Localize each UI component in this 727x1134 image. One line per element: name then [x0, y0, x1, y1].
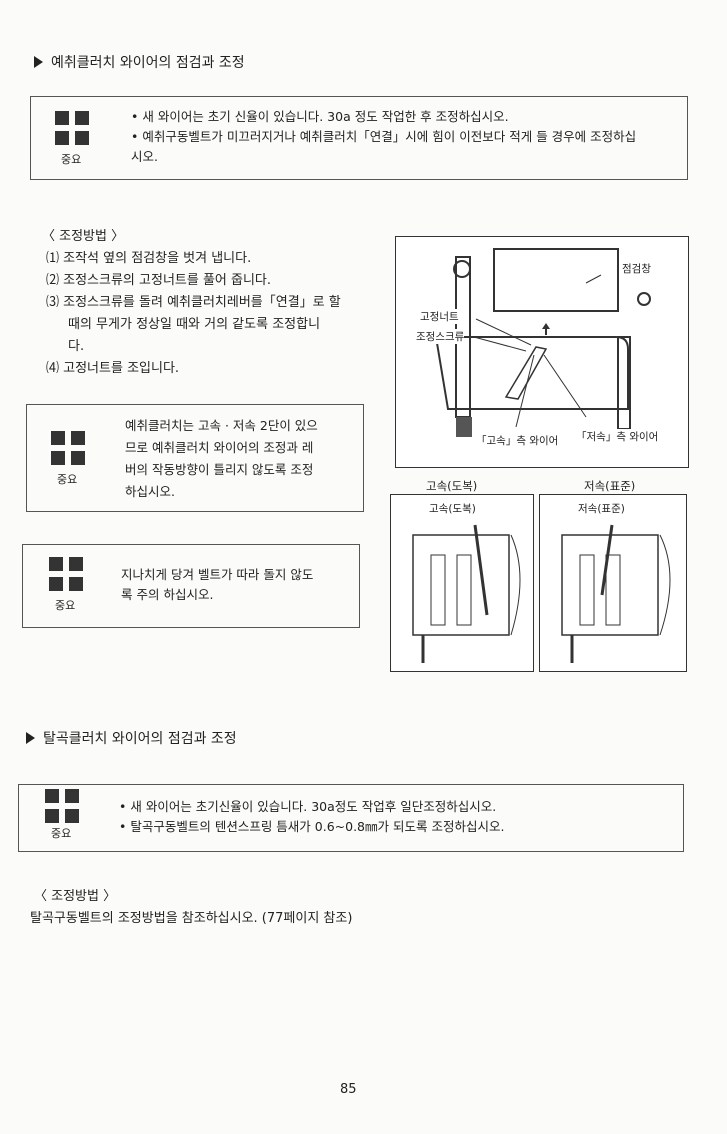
low-speed-lever-figure: 저속(표준): [539, 494, 687, 672]
low-speed-lever-drawing: [561, 524, 671, 663]
label-high-speed-wire: 「고속」측 와이어: [476, 433, 559, 448]
important-note-2: 중요 예취클러치는 고속 · 저속 2단이 있으 므로 예취클러치 와이어의 조…: [26, 404, 364, 512]
important-label: 중요: [55, 599, 76, 612]
triangle-bullet-icon: [34, 56, 43, 68]
label-lock-nut: 고정너트: [420, 309, 459, 324]
method-title-1: 〈 조정방법 〉: [42, 229, 125, 244]
section-title-threshing-clutch: 탈곡클러치 와이어의 점검과 조정: [26, 728, 237, 748]
step-2: ⑵ 조정스크류의 고정너트를 풀어 줍니다.: [46, 273, 272, 288]
clutch-mechanism-drawing: [434, 248, 651, 437]
section-title-cutting-clutch: 예취클러치 와이어의 점검과 조정: [34, 52, 245, 72]
note-1-text: • 새 와이어는 초기 신율이 있습니다. 30a 정도 작업한 후 조정하십시…: [131, 109, 637, 164]
step-3: ⑶ 조정스크류를 돌려 예취클러치레버를「연결」로 할: [46, 295, 341, 310]
triangle-bullet-icon: [26, 732, 35, 744]
step-4: ⑷ 고정너트를 조입니다.: [46, 361, 180, 376]
important-cross-icon: [51, 431, 85, 465]
important-cross-icon: [55, 111, 89, 145]
inner-high-speed-label: 고속(도복): [429, 501, 476, 516]
note-3-text: 지나치게 당겨 벨트가 따라 돌지 않도 록 주의 하십시오.: [121, 567, 314, 602]
method-text-2: 탈곡구동벨트의 조정방법을 참조하십시오. (77페이지 참조): [30, 911, 353, 926]
caption-low-speed: 저속(표준): [584, 479, 636, 493]
important-cross-icon: [45, 789, 79, 823]
label-low-speed-wire: 「저속」측 와이어: [576, 429, 659, 444]
important-note-1: 중요 • 새 와이어는 초기 신율이 있습니다. 30a 정도 작업한 후 조정…: [30, 96, 688, 180]
high-speed-lever-figure: 고속(도복): [390, 494, 534, 672]
page-number: 85: [340, 1082, 357, 1097]
important-label: 중요: [51, 827, 72, 840]
note-4-text: • 새 와이어는 초기신율이 있습니다. 30a정도 작업후 일단조정하십시오.…: [119, 799, 505, 834]
important-label: 중요: [61, 153, 82, 166]
steps-list: ⑴ 조작석 옆의 점검창을 벗겨 냅니다. ⑵ 조정스크류의 고정너트를 풀어 …: [46, 248, 378, 380]
caption-high-speed: 고속(도복): [426, 479, 478, 493]
high-speed-lever-drawing: [412, 524, 521, 663]
method-title-2: 〈 조정방법 〉: [34, 889, 117, 904]
note-2-text: 예취클러치는 고속 · 저속 2단이 있으 므로 예취클러치 와이어의 조정과 …: [125, 418, 318, 499]
important-label: 중요: [57, 473, 78, 486]
important-cross-icon: [49, 557, 83, 591]
important-note-3: 중요 지나치게 당겨 벨트가 따라 돌지 않도 록 주의 하십시오.: [22, 544, 360, 628]
step-3-cont2: 다.: [68, 339, 85, 354]
step-3-cont: 때의 무게가 정상일 때와 거의 같도록 조정합니: [68, 317, 321, 332]
clutch-wire-figure: 점검창 고정너트 조정스크류 「고속」측 와이어 「저속」측 와이어: [395, 236, 689, 468]
label-adjust-screw: 조정스크류: [416, 329, 465, 344]
step-1: ⑴ 조작석 옆의 점검창을 벗겨 냅니다.: [46, 251, 252, 266]
inner-low-speed-label: 저속(표준): [578, 501, 625, 516]
label-inspection-window: 점검창: [622, 261, 651, 276]
important-note-4: 중요 • 새 와이어는 초기신율이 있습니다. 30a정도 작업후 일단조정하십…: [18, 784, 684, 852]
